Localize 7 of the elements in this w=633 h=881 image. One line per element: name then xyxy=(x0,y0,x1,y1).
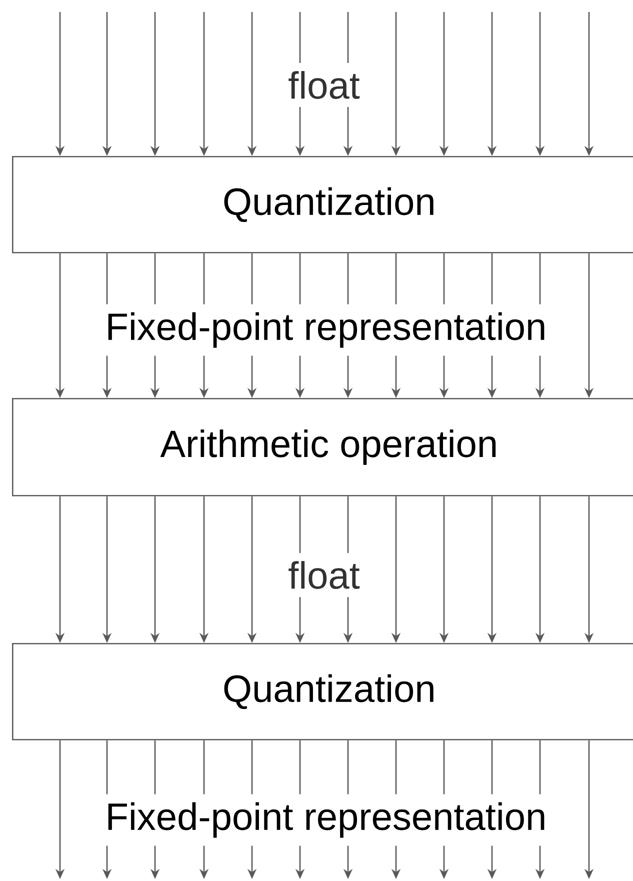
data-type-label: float xyxy=(285,553,363,597)
process-box: Arithmetic operation xyxy=(12,398,633,496)
data-type-label: Fixed-point representation xyxy=(102,304,550,356)
process-box: Quantization xyxy=(12,156,633,254)
data-type-label: float xyxy=(285,63,363,107)
data-type-label: Fixed-point representation xyxy=(102,794,550,846)
process-box: Quantization xyxy=(12,643,633,740)
